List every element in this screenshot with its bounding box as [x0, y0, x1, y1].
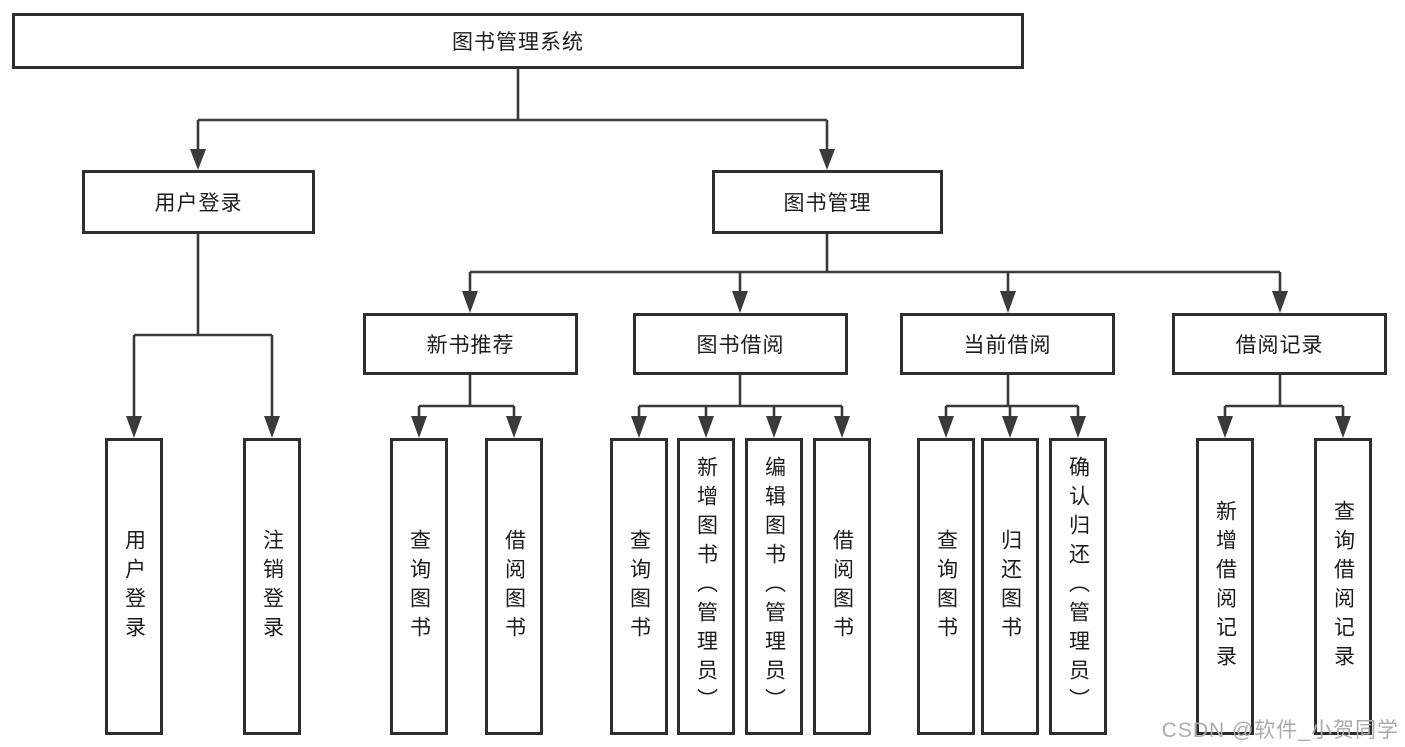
node-borrowing-records: 借阅记录 [1172, 313, 1387, 375]
node-user-login: 用户登录 [82, 170, 315, 234]
leaf-query-borrow-record: 查询借阅记录 [1314, 438, 1372, 735]
leaf-query-books-recommend-label: 查询图书 [407, 528, 431, 645]
leaf-return-books: 归还图书 [981, 438, 1039, 735]
leaf-add-books-admin-label: 新增图书（管理员） [694, 456, 718, 717]
node-book-borrowing: 图书借阅 [633, 313, 848, 375]
connector-borrowing-records-branch [1217, 375, 1351, 438]
node-current-borrowing: 当前借阅 [900, 313, 1115, 375]
leaf-user-login: 用户登录 [105, 438, 163, 735]
connector-current-borrowing-branch [938, 375, 1086, 438]
node-book-management: 图书管理 [712, 170, 943, 234]
connector-new-book-recommendation-branch [411, 375, 522, 438]
leaf-query-books-current: 查询图书 [917, 438, 975, 735]
leaf-borrow-books: 借阅图书 [813, 438, 871, 735]
leaf-edit-books-admin: 编辑图书（管理员） [745, 438, 803, 735]
connector-user-login-branch [126, 234, 280, 438]
leaf-edit-books-admin-label: 编辑图书（管理员） [762, 456, 786, 717]
node-library-management-system: 图书管理系统 [12, 13, 1024, 69]
leaf-borrow-books-recommend: 借阅图书 [485, 438, 543, 735]
connector-book-management-branch [462, 234, 1288, 313]
leaf-add-borrow-record-label: 新增借阅记录 [1213, 499, 1237, 674]
leaf-add-books-admin: 新增图书（管理员） [677, 438, 735, 735]
leaf-return-books-label: 归还图书 [998, 528, 1022, 645]
leaf-query-books-borrow-label: 查询图书 [627, 528, 651, 645]
leaf-query-books-borrow: 查询图书 [610, 438, 668, 735]
leaf-logout-label: 注销登录 [260, 528, 284, 645]
connector-book-borrowing-branch [631, 375, 850, 438]
leaf-borrow-books-recommend-label: 借阅图书 [502, 528, 526, 645]
leaf-user-login-label: 用户登录 [122, 528, 146, 645]
node-new-book-recommendation: 新书推荐 [363, 313, 578, 375]
leaf-confirm-return-admin-label: 确认归还（管理员） [1066, 456, 1090, 717]
csdn-watermark: CSDN @软件_小贺同学 [1161, 719, 1399, 742]
leaf-query-borrow-record-label: 查询借阅记录 [1331, 499, 1355, 674]
leaf-query-books-current-label: 查询图书 [934, 528, 958, 645]
leaf-borrow-books-label: 借阅图书 [830, 528, 854, 645]
leaf-query-books-recommend: 查询图书 [390, 438, 448, 735]
connector-root-to-level2 [190, 69, 835, 170]
leaf-confirm-return-admin: 确认归还（管理员） [1049, 438, 1107, 735]
leaf-add-borrow-record: 新增借阅记录 [1196, 438, 1254, 735]
leaf-logout: 注销登录 [243, 438, 301, 735]
